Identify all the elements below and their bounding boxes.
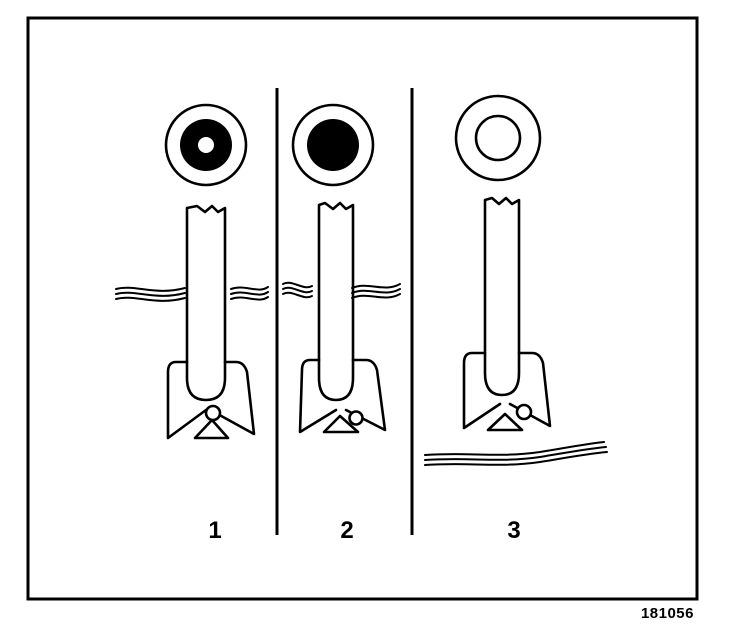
float-housing xyxy=(462,351,552,432)
liquid-level-line xyxy=(424,441,608,466)
panel-2: 2 xyxy=(282,103,401,544)
indicator-hollow-ring-icon xyxy=(454,94,542,182)
liquid-level-line xyxy=(282,281,401,299)
float-rod xyxy=(185,204,227,402)
panel-label-1: 1 xyxy=(208,517,221,544)
float-housing xyxy=(166,360,256,440)
diagram-frame xyxy=(26,16,699,601)
panel-label-3: 3 xyxy=(507,517,520,544)
float-rod xyxy=(483,196,521,397)
float-rod xyxy=(317,201,355,402)
reference-code: 181056 xyxy=(640,605,694,622)
panel-1: 1 xyxy=(115,103,269,544)
panel-3: 3 xyxy=(424,94,608,544)
panel-label-2: 2 xyxy=(340,517,353,544)
liquid-level-line xyxy=(115,286,269,302)
indicator-ring-center-icon xyxy=(164,103,248,187)
indicator-solid-dot-icon xyxy=(291,103,375,187)
float-housing xyxy=(298,358,387,434)
